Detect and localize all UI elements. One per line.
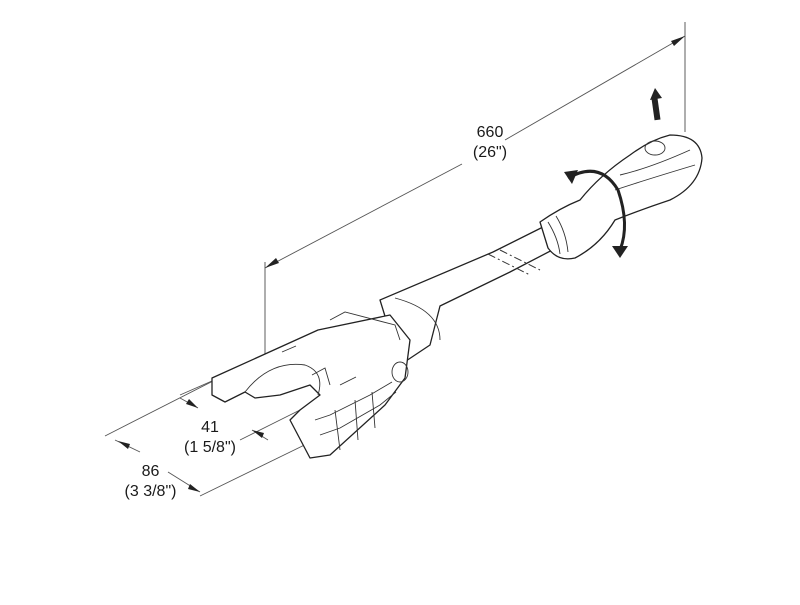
head-width-value: 86 [141,463,160,480]
fork-pivot [391,361,409,383]
fork-rib-2 [319,391,397,436]
fork-jaw-curve [244,363,321,396]
arrowhead-86-a [118,441,130,449]
arrowhead-41-a [186,399,198,408]
ext-line-86-a [104,379,216,437]
overall-length-label: 660 (26") [455,123,525,163]
rotate-arrowhead-top [564,170,578,184]
pull-arrow-shaft [651,97,661,121]
arrowhead-right [671,36,685,46]
handle-ring-1 [547,221,561,255]
rotate-arrowhead-bottom [612,246,628,258]
fork-opening-label: 41 (1 5/8") [170,418,250,458]
fork-body [211,314,411,459]
overall-length-value: 660 [476,124,504,141]
rotate-handle-arrow-icon [564,169,628,258]
direction-mark-2 [339,376,357,386]
handle-ring-2 [555,215,569,253]
arrowhead-86-b [188,484,200,492]
head-width-imperial: (3 3/8") [124,483,177,500]
rotate-arc [567,169,626,251]
fork-opening-imperial: (1 5/8") [184,439,236,456]
fork-latch [329,311,401,341]
head-width-label: 86 (3 3/8") [108,462,193,502]
handle-end-cap [644,140,666,156]
pull-arrowhead [650,88,662,100]
break-line-2 [499,249,541,271]
overall-length-imperial: (26") [472,144,508,161]
collar-line [394,297,441,341]
handle-grip-line-1 [619,149,691,176]
fork-grid [334,391,376,451]
dimension-line-lower [264,163,463,269]
direction-mark-1 [281,345,297,353]
overall-length-dimension [264,22,686,372]
handle-grip-line-2 [614,164,696,191]
arrowhead-left [265,258,279,268]
arrowhead-41-b [252,430,264,438]
fork-head [211,311,411,459]
fork-opening-value: 41 [201,419,219,436]
break-line-1 [487,253,531,276]
fork-rib-1 [314,381,393,421]
pull-up-arrow-icon [650,88,662,121]
fork-teeth [311,367,331,386]
ext-line-41-b [239,409,301,441]
dimension-line-upper [504,35,686,141]
tool-shaft [379,225,561,366]
shaft-body [379,225,561,366]
